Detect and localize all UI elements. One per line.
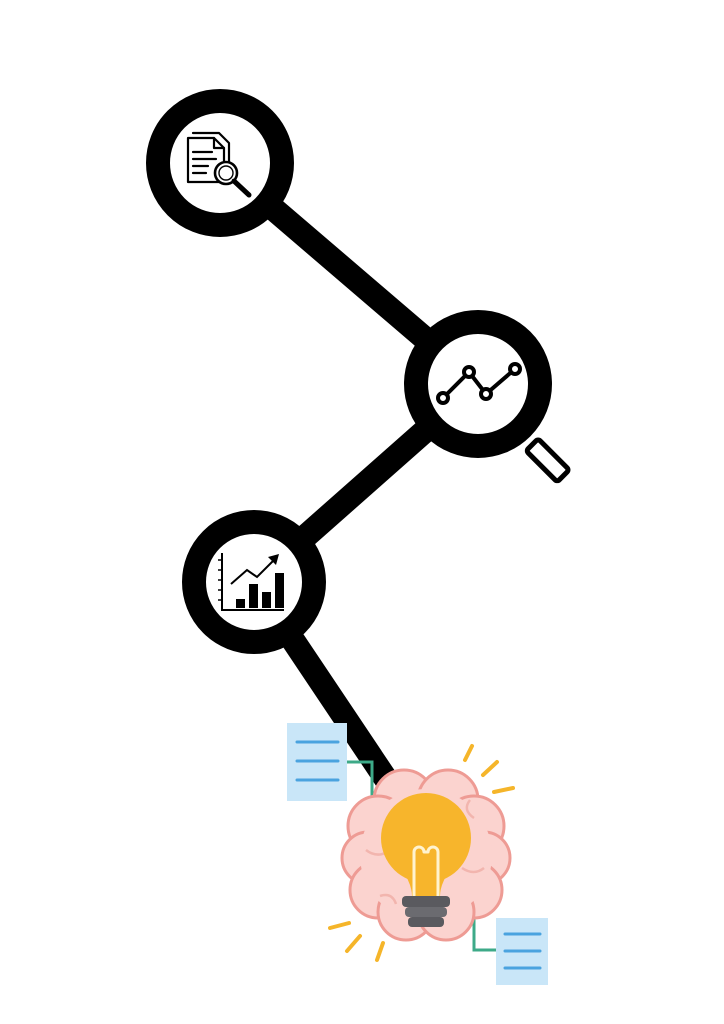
node-growth xyxy=(182,510,326,654)
node-insight xyxy=(328,744,515,962)
line-graph-icon xyxy=(436,362,522,405)
node-research xyxy=(146,89,294,237)
light-rays-icon xyxy=(328,744,515,962)
connector-path xyxy=(208,151,490,812)
bar-chart-growth-icon xyxy=(218,553,284,611)
magnifier-handle xyxy=(524,437,571,484)
lightbulb-icon xyxy=(381,793,471,927)
document-left xyxy=(287,723,374,804)
document-right xyxy=(472,908,548,985)
document-magnifier-icon xyxy=(186,131,252,198)
node-analysis xyxy=(404,310,571,484)
